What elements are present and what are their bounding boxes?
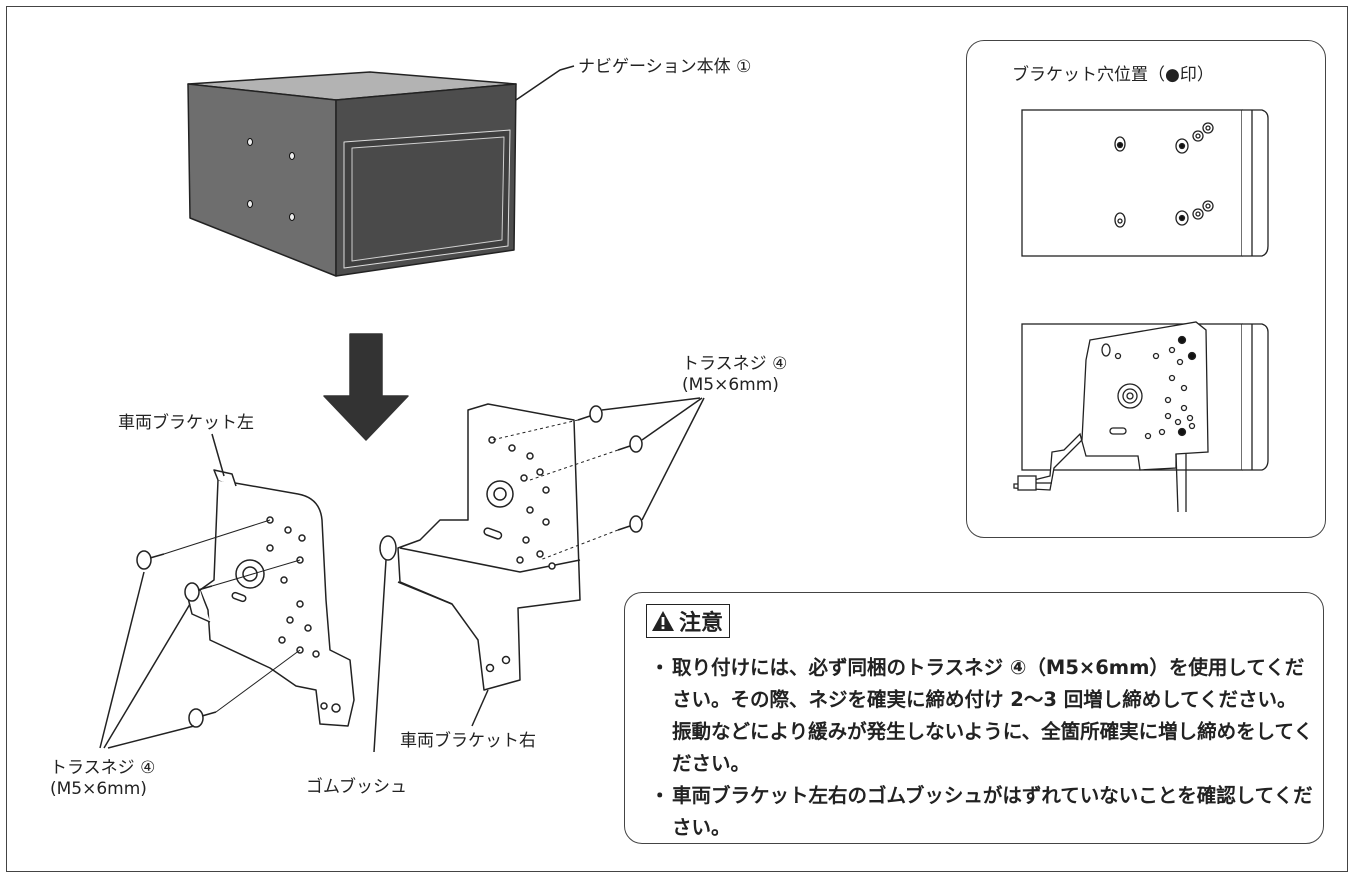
- right-bracket: [379, 403, 581, 691]
- left-screws: [136, 519, 301, 728]
- unit-with-bracket-view: [1013, 321, 1269, 513]
- right-screws: [491, 405, 643, 561]
- side-panel-illustrations: [1013, 109, 1269, 513]
- figure-frame: [6, 6, 1348, 872]
- leader-screw-right-3: [641, 397, 705, 521]
- leader-nav-unit: [515, 65, 575, 101]
- leader-screw-left-2: [103, 603, 191, 749]
- bracket-hole-position-title: ブラケット穴位置（●印）: [1012, 65, 1214, 85]
- label-left-bracket: 車両ブラケット左: [118, 413, 254, 433]
- caution-list: 取り付けには、必ず同梱のトラスネジ ④（M5×6mm）を使用してください。その際…: [650, 652, 1316, 844]
- bracket-hole-position-panel: [966, 40, 1326, 538]
- left-bracket: [187, 469, 355, 727]
- caution-item: 車両ブラケット左右のゴムブッシュがはずれていないことを確認してください。: [650, 780, 1316, 844]
- label-truss-screw-right: トラスネジ ④ (M5×6mm): [682, 354, 788, 395]
- caution-heading: 注意: [646, 604, 731, 638]
- label-navigation-unit: ナビゲーション本体 ①: [578, 57, 752, 77]
- label-right-bracket: 車両ブラケット右: [400, 731, 536, 751]
- leader-screw-right-2: [641, 397, 703, 441]
- unit-side-view: [1021, 109, 1269, 257]
- navigation-unit: [187, 71, 517, 277]
- leader-rubber-bush: [373, 559, 387, 753]
- down-arrow-icon: [323, 333, 409, 441]
- leader-screw-left-3: [107, 725, 195, 749]
- caution-heading-text: 注意: [679, 611, 724, 636]
- label-truss-screw-left: トラスネジ ④ (M5×6mm): [50, 758, 156, 799]
- leader-right-bracket: [471, 689, 489, 727]
- warning-triangle-icon: [652, 611, 674, 631]
- caution-item: 取り付けには、必ず同梱のトラスネジ ④（M5×6mm）を使用してください。その際…: [650, 652, 1316, 780]
- label-rubber-bush: ゴムブッシュ: [306, 777, 407, 797]
- leader-screw-right-1: [601, 397, 701, 411]
- leader-screw-left-1: [99, 571, 145, 749]
- leader-left-bracket: [211, 433, 225, 477]
